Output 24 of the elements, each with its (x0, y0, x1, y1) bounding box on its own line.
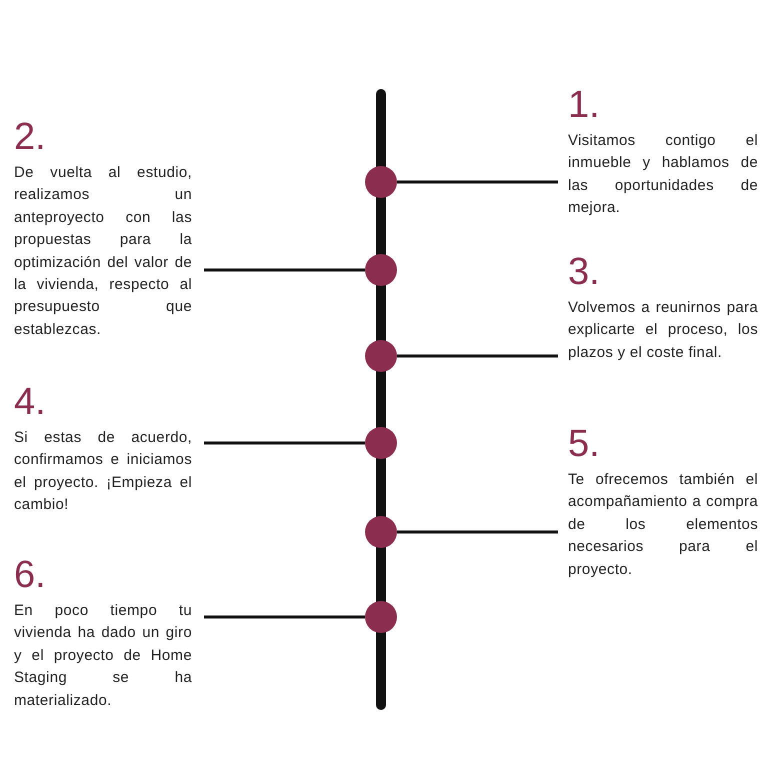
step-number: 1. (568, 84, 600, 126)
timeline-dot (365, 516, 397, 548)
timeline-dot (365, 254, 397, 286)
step-number: 3. (568, 251, 600, 293)
connector-line (397, 180, 558, 184)
step-description: Visitamos contigo el inmueble y hablamos de las oportunidades de mejora. (568, 131, 758, 218)
timeline-dot (365, 166, 397, 198)
step-number: 5. (568, 423, 600, 465)
connector-line (397, 354, 558, 358)
connector-line (204, 442, 365, 444)
connector-line (204, 268, 365, 272)
step-description: En poco tiempo tu vivienda ha dado un giro y el proyecto de Home Staging se ha materializado. (14, 601, 192, 711)
step-description: Te ofrecemos también el acompañamiento a compra de los elementos necesarios para el proyecto. (568, 470, 758, 580)
timeline-dot (365, 340, 397, 372)
connector-line (204, 616, 365, 618)
timeline-dot (365, 427, 397, 459)
step-number: 2. (14, 116, 46, 158)
step-number: 6. (14, 554, 46, 596)
step-description: Volvemos a reunirnos para explicarte el proceso, los plazos y el coste final. (568, 298, 758, 363)
step-number: 4. (14, 381, 46, 423)
connector-line (397, 530, 558, 534)
step-description: De vuelta al estudio, realizamos un anteproyecto con las propuestas para la optimización del valor de la vivienda, respecto al presupuesto que establezcas. (14, 163, 192, 340)
step-description: Si estas de acuerdo, confirmamos e iniciamos el proyecto. ¡Empieza el cambio! (14, 428, 192, 516)
timeline-dot (365, 601, 397, 633)
